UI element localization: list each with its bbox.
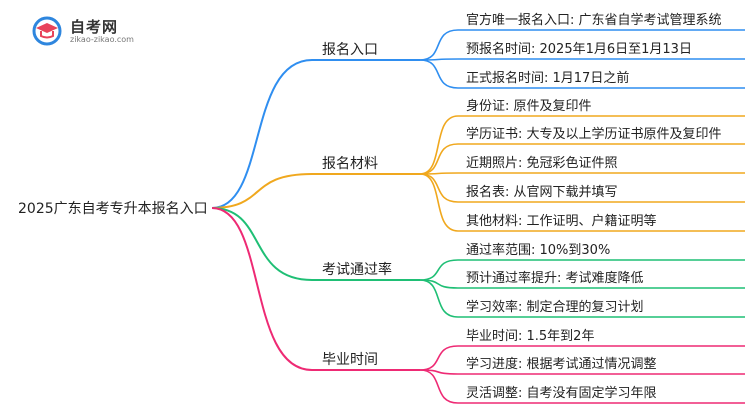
connector-materials-leaf-1 (419, 143, 459, 175)
connector-graduation-leaf-2 (419, 369, 459, 404)
connector-materials-leaf-3 (419, 173, 459, 203)
connector-root-materials (211, 173, 313, 209)
leaf-node-materials-1: 学历证书: 大专及以上学历证书原件及复印件 (466, 126, 722, 142)
leaf-node-passrate-0: 通过率范围: 10%到30% (466, 242, 610, 258)
connector-entry-leaf-0 (419, 29, 459, 61)
connector-root-entry (211, 59, 313, 209)
connector-materials-leaf-4 (419, 173, 459, 232)
logo-url: zikao-zikao.com (70, 35, 134, 44)
leaf-node-entry-0: 官方唯一报名入口: 广东省自学考试管理系统 (466, 12, 722, 28)
logo-name: 自考网 (70, 18, 119, 36)
connector-passrate-leaf-2 (419, 279, 459, 318)
leaf-node-passrate-2: 学习效率: 制定合理的复习计划 (466, 299, 644, 315)
leaf-node-entry-1: 预报名时间: 2025年1月6日至1月13日 (466, 41, 692, 57)
leaf-node-graduation-1: 学习进度: 根据考试通过情况调整 (466, 356, 657, 372)
branch-label-entry: 报名入口 (322, 42, 378, 58)
leaf-node-passrate-1: 预计通过率提升: 考试难度降低 (466, 270, 644, 286)
leaf-node-graduation-0: 毕业时间: 1.5年到2年 (466, 329, 594, 344)
connector-root-graduation (211, 207, 313, 371)
connector-graduation-leaf-0 (419, 345, 459, 371)
connector-materials-leaf-0 (419, 115, 459, 175)
leaf-node-materials-3: 报名表: 从官网下载并填写 (466, 184, 618, 200)
branch-label-materials: 报名材料 (322, 156, 378, 172)
logo[interactable]: 自考网 zikao-zikao.com (30, 14, 150, 50)
branch-label-passrate: 考试通过率 (322, 261, 392, 278)
branch-label-graduation: 毕业时间 (322, 352, 378, 368)
leaf-node-graduation-2: 灵活调整: 自考没有固定学习年限 (466, 385, 657, 401)
connector-passrate-leaf-0 (419, 259, 459, 281)
root-node-label: 2025广东自考专升本报名入口 (18, 201, 208, 217)
connector-root-passrate (211, 207, 313, 281)
leaf-node-materials-0: 身份证: 原件及复印件 (466, 98, 592, 114)
graduation-cap-icon (32, 16, 62, 46)
leaf-node-materials-2: 近期照片: 免冠彩色证件照 (466, 155, 618, 171)
mind-map-connectors (211, 29, 745, 404)
mind-map-nodes: 2025广东自考专升本报名入口 报名入口 官方唯一报名入口: 广东省自学考试管理系统… (18, 12, 722, 401)
leaf-node-materials-4: 其他材料: 工作证明、户籍证明等 (466, 213, 657, 229)
connector-entry-leaf-2 (419, 59, 459, 89)
leaf-node-entry-2: 正式报名时间: 1月17日之前 (466, 70, 629, 86)
